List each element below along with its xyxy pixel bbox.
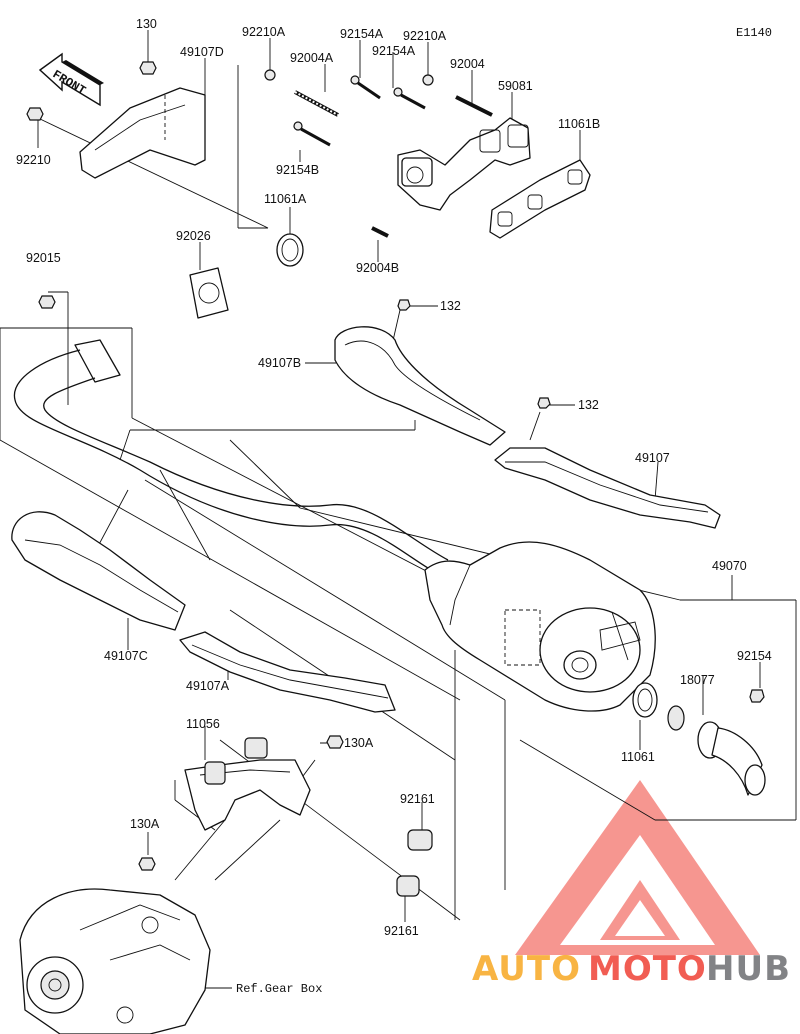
label-49070: 49070 bbox=[712, 559, 747, 573]
label-49107A: 49107A bbox=[186, 679, 230, 693]
bracket-11056 bbox=[184, 737, 311, 831]
flange-gasket-92026 bbox=[189, 267, 229, 319]
label-92210: 92210 bbox=[16, 153, 51, 167]
gear-box-reference bbox=[19, 888, 211, 1034]
label-92004A: 92004A bbox=[290, 51, 334, 65]
spark-arrester-18077 bbox=[667, 705, 766, 796]
stud-92004B-icon bbox=[371, 226, 389, 238]
label-11061B: 11061B bbox=[558, 117, 600, 131]
heat-guard-49107D bbox=[79, 87, 206, 179]
heat-guard-49107A bbox=[179, 631, 396, 713]
exhaust-manifold-59081 bbox=[397, 117, 531, 211]
label-92210A-a: 92210A bbox=[242, 25, 286, 39]
heat-guard-49107 bbox=[494, 447, 721, 529]
muffler-49070 bbox=[424, 541, 656, 712]
stud-92004-icon bbox=[455, 95, 493, 117]
nut-92015-icon bbox=[38, 295, 56, 309]
watermark-auto: AUTO bbox=[472, 949, 581, 989]
exhaust-pipe bbox=[13, 339, 449, 576]
watermark-text: AUTO MOTO HUB bbox=[472, 949, 791, 989]
bolt-130A-icon bbox=[326, 735, 344, 749]
nut-130-icon bbox=[139, 61, 157, 75]
washer-92210A-b-icon bbox=[422, 74, 434, 86]
nut-92210-icon bbox=[26, 107, 44, 121]
label-132-a: 132 bbox=[440, 299, 461, 313]
bolt-92154A-a-icon bbox=[350, 75, 381, 100]
bushing-92161-b bbox=[396, 875, 420, 897]
label-92004B: 92004B bbox=[356, 261, 399, 275]
label-92026: 92026 bbox=[176, 229, 211, 243]
label-49107D: 49107D bbox=[180, 45, 224, 59]
bushing-92161-a bbox=[407, 829, 433, 851]
ref-gear-box-label: Ref.Gear Box bbox=[236, 982, 322, 996]
bolt-132-a-icon bbox=[397, 299, 411, 311]
gasket-11061B bbox=[489, 159, 591, 239]
label-92161-b: 92161 bbox=[384, 924, 419, 938]
seal-ring-11061A bbox=[276, 233, 304, 267]
bolt-130A-b-icon bbox=[138, 857, 156, 871]
bolt-92154B-icon bbox=[293, 121, 331, 147]
label-11056: 11056 bbox=[186, 717, 220, 731]
seal-ring-11061 bbox=[632, 682, 658, 718]
washer-92210A-icon bbox=[264, 69, 276, 81]
label-92154A-b: 92154A bbox=[372, 44, 416, 58]
label-92004: 92004 bbox=[450, 57, 485, 71]
label-132-b: 132 bbox=[578, 398, 599, 412]
label-59081: 59081 bbox=[498, 79, 533, 93]
heat-guard-49107B bbox=[334, 326, 506, 446]
label-130A-b: 130A bbox=[130, 817, 160, 831]
label-18077: 18077 bbox=[680, 673, 715, 687]
label-92210A-b: 92210A bbox=[403, 29, 447, 43]
heat-guard-49107C bbox=[11, 511, 186, 631]
label-92015: 92015 bbox=[26, 251, 61, 265]
bolt-92154A-b-icon bbox=[393, 87, 426, 110]
label-92154: 92154 bbox=[737, 649, 772, 663]
stud-92004A-icon bbox=[294, 90, 339, 117]
label-92161-a: 92161 bbox=[400, 792, 435, 806]
label-92154A-a: 92154A bbox=[340, 27, 384, 41]
bolt-132-b-icon bbox=[537, 397, 551, 409]
part-labels: 130 49107D 92210A 92154A 92210A 92004A 9… bbox=[16, 17, 772, 938]
label-11061A: 11061A bbox=[264, 192, 307, 206]
label-92154B: 92154B bbox=[276, 163, 319, 177]
label-49107: 49107 bbox=[635, 451, 670, 465]
label-130: 130 bbox=[136, 17, 157, 31]
watermark-hub: HUB bbox=[706, 949, 791, 989]
automotohub-watermark bbox=[515, 780, 760, 955]
label-49107C: 49107C bbox=[104, 649, 148, 663]
label-49107B: 49107B bbox=[258, 356, 301, 370]
bolt-92154-icon bbox=[749, 689, 765, 703]
label-11061: 11061 bbox=[621, 750, 655, 764]
label-130A: 130A bbox=[344, 736, 374, 750]
watermark-moto: MOTO bbox=[588, 949, 707, 989]
front-arrow-icon: FRONT bbox=[38, 52, 104, 107]
diagram-code: E1140 bbox=[736, 26, 772, 40]
